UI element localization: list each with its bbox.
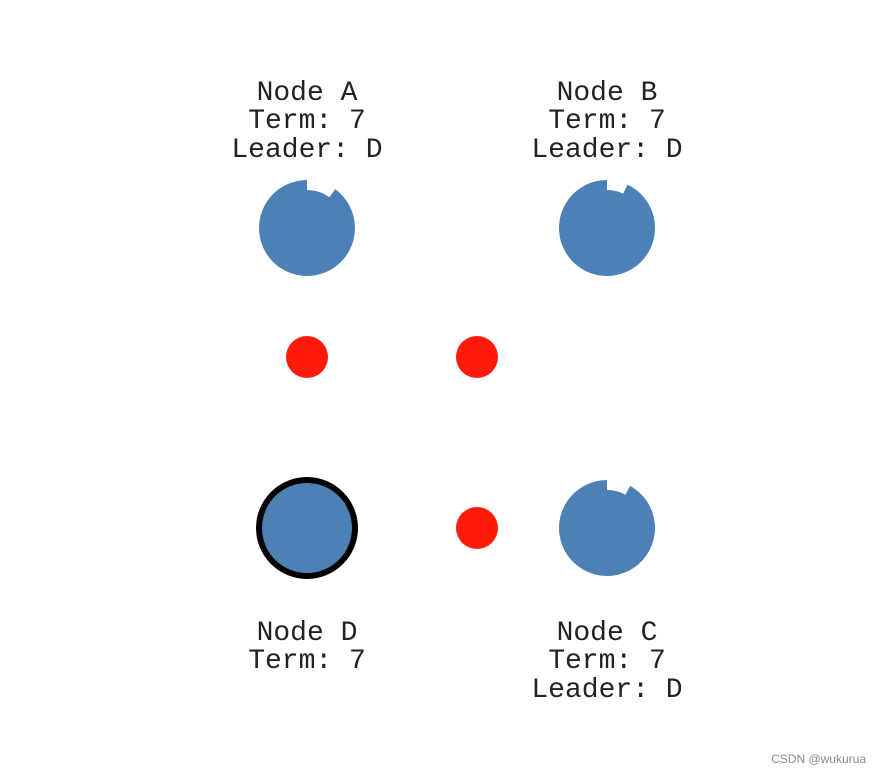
message-dot xyxy=(286,336,328,378)
node-a-term: Term: 7 xyxy=(248,106,366,137)
node-c-name: Node C xyxy=(557,618,658,649)
node-a-leader: Leader: D xyxy=(231,135,382,166)
node-c[interactable]: Node C Term: 7 Leader: D xyxy=(531,480,683,706)
node-d[interactable]: Node D Term: 7 xyxy=(248,477,366,677)
node-a[interactable]: Node A Term: 7 Leader: D xyxy=(231,78,383,276)
node-d-term: Term: 7 xyxy=(248,646,366,677)
node-a-name: Node A xyxy=(257,78,358,109)
node-a-circle xyxy=(258,180,355,276)
watermark: CSDN @wukurua xyxy=(771,752,866,766)
node-c-term: Term: 7 xyxy=(548,646,666,677)
node-d-circle xyxy=(256,477,358,579)
message-dot xyxy=(456,336,498,378)
message-dot xyxy=(456,507,498,549)
node-b-circle xyxy=(559,180,655,276)
node-b-leader: Leader: D xyxy=(531,135,682,166)
node-d-name: Node D xyxy=(257,618,358,649)
node-b-name: Node B xyxy=(557,78,658,109)
node-b-term: Term: 7 xyxy=(548,106,666,137)
node-c-circle xyxy=(559,480,655,576)
node-c-leader: Leader: D xyxy=(531,675,682,706)
node-b[interactable]: Node B Term: 7 Leader: D xyxy=(531,78,683,276)
